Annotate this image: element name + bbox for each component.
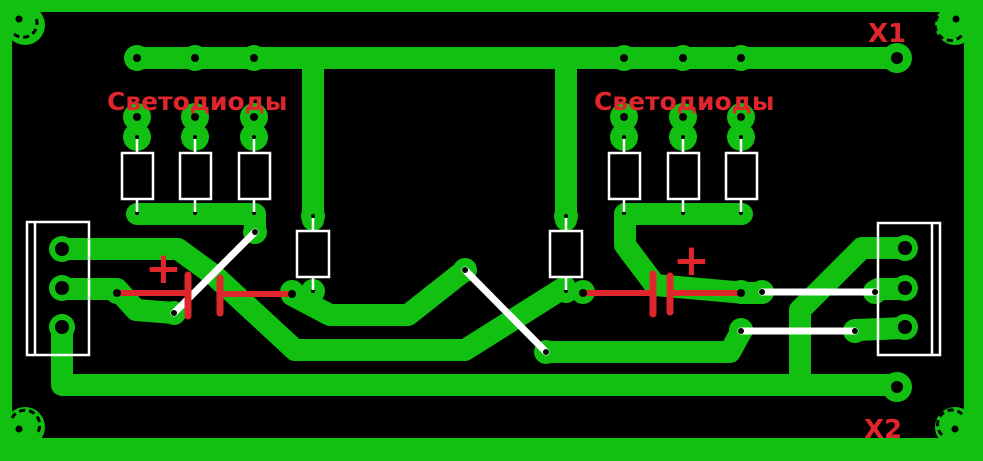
mounting-hole-top-left: [5, 5, 45, 45]
polarity-plus-right: +: [673, 235, 710, 286]
mounting-hole-bottom-right: [935, 407, 975, 447]
trace-middle-right: [535, 319, 753, 363]
trace-leds-left-bottom: [126, 203, 266, 244]
resistor-middle-right: [548, 204, 584, 303]
pads-top-bus: [124, 43, 912, 73]
led-pads: [123, 103, 755, 215]
trace-conn-left-3: [51, 314, 908, 396]
trace-leds-right-to-cap: [614, 203, 756, 304]
resistor-middle-left: [295, 204, 331, 303]
resistor-r4: [607, 151, 642, 201]
label-x1: X1: [868, 19, 906, 49]
resistors-left-group: [120, 139, 272, 212]
resistor-r5: [666, 151, 701, 201]
resistor-r1: [120, 151, 155, 201]
label-x2: X2: [864, 415, 902, 445]
trace-conn-left-1: [51, 238, 576, 361]
trace-conn-right-1: [789, 237, 916, 391]
capacitor-left: [113, 271, 296, 320]
jumper-middle: [461, 266, 550, 356]
resistor-r6: [724, 151, 759, 201]
connector-left: [25, 220, 91, 357]
trace-middle-left: [281, 259, 476, 326]
label-leds-left: Светодиоды: [107, 87, 287, 116]
mounting-hole-bottom-left: [5, 407, 45, 447]
capacitor-right: [579, 270, 745, 318]
mounting-hole-top-right: [933, 5, 975, 45]
label-leds-right: Светодиоды: [594, 87, 774, 116]
resistors-right-group: [607, 139, 759, 212]
connector-right: [876, 221, 942, 357]
resistor-r3: [237, 151, 272, 201]
resistor-r2: [178, 151, 213, 201]
polarity-plus-left: +: [145, 243, 182, 294]
